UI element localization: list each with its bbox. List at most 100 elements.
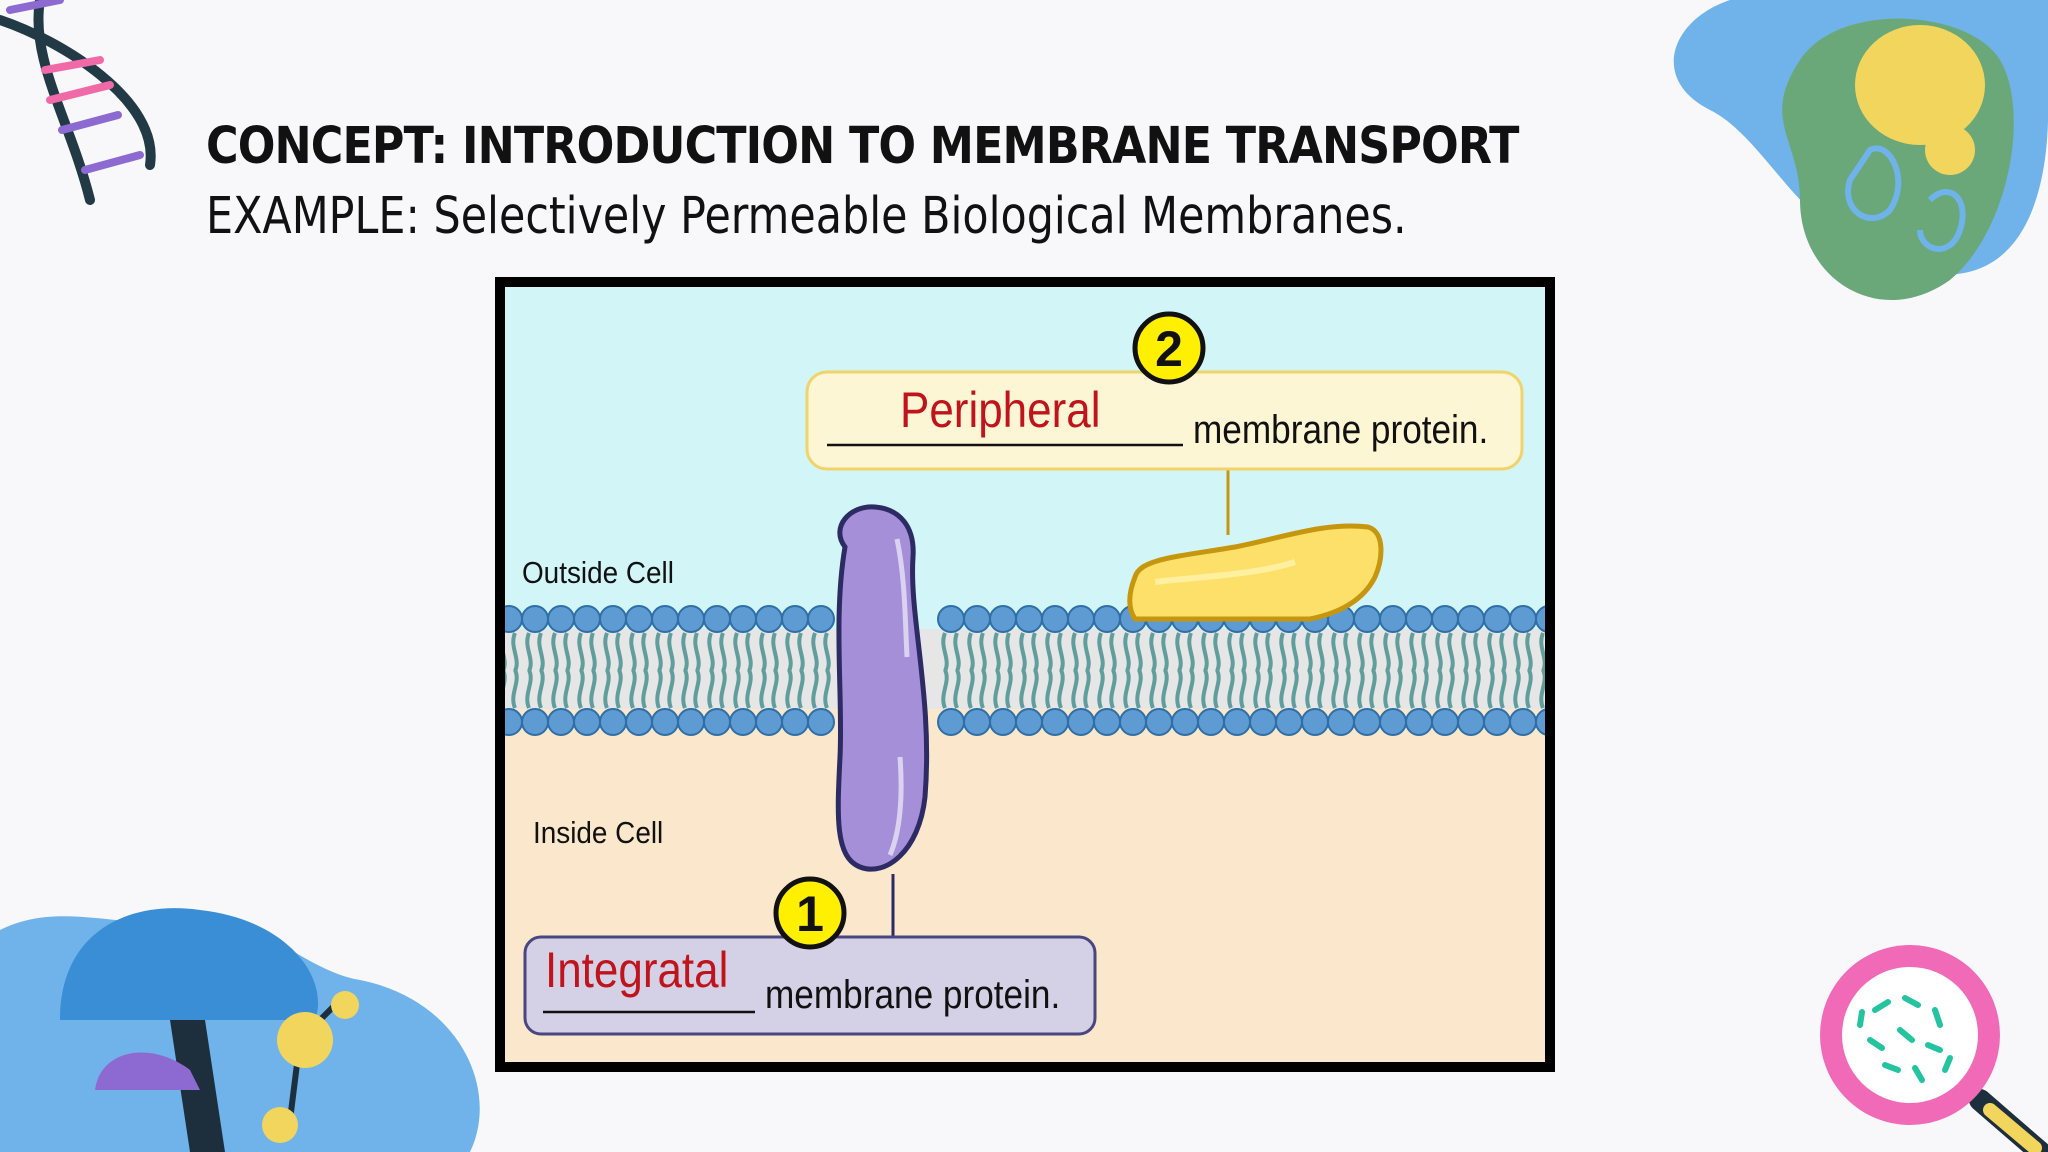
- lipid-head: [599, 605, 627, 633]
- lipid-tail: [1123, 669, 1131, 709]
- lipid-head: [807, 708, 835, 736]
- lipid-tail: [953, 632, 961, 672]
- lipid-tail: [1187, 632, 1195, 672]
- lipid-tail: [603, 632, 611, 672]
- lipid-head: [1249, 708, 1277, 736]
- lipid-head: [599, 708, 627, 736]
- lipid-head: [1405, 605, 1433, 633]
- lipid-head: [521, 605, 549, 633]
- lipid-head: [1093, 708, 1121, 736]
- lipid-head: [1041, 708, 1069, 736]
- lipid-tail: [1019, 632, 1027, 672]
- lipid-tail: [681, 669, 689, 709]
- lipid-tail: [719, 669, 727, 709]
- lipid-tail: [1473, 669, 1481, 709]
- lipid-tail: [1279, 632, 1287, 672]
- callout-1-suffix: membrane protein.: [765, 972, 1060, 1017]
- lipid-head: [1015, 605, 1043, 633]
- lipid-tail: [1019, 669, 1027, 709]
- callout-2-answer: Peripheral: [900, 381, 1100, 437]
- lipid-head: [937, 708, 965, 736]
- lipid-tail: [1461, 669, 1469, 709]
- lipid-tail: [979, 632, 987, 672]
- lipid-tail: [551, 632, 559, 672]
- lipid-tail: [1539, 669, 1545, 709]
- lipid-tail: [1369, 669, 1377, 709]
- lipid-head: [703, 708, 731, 736]
- lipid-tail: [667, 632, 675, 672]
- lipid-tail: [1265, 632, 1273, 672]
- lipid-head: [625, 708, 653, 736]
- lipid-tail: [745, 669, 753, 709]
- lipid-tail: [655, 669, 663, 709]
- lipid-head: [1301, 708, 1329, 736]
- lipid-tail: [589, 669, 597, 709]
- lipid-head: [1145, 708, 1173, 736]
- lipid-tail: [603, 669, 611, 709]
- lipid-tail: [1435, 632, 1443, 672]
- lipid-tail: [1187, 669, 1195, 709]
- inside-cell-label: Inside Cell: [533, 816, 663, 851]
- lipid-head: [1093, 605, 1121, 633]
- lipid-tail: [771, 632, 779, 672]
- lipid-head: [677, 605, 705, 633]
- lipid-head: [677, 708, 705, 736]
- lipid-tail: [1239, 632, 1247, 672]
- lipid-tail: [1161, 669, 1169, 709]
- lipid-tail: [1265, 669, 1273, 709]
- lipid-head: [651, 708, 679, 736]
- lipid-tail: [1331, 669, 1339, 709]
- lipid-tail: [967, 669, 975, 709]
- lipid-tail: [551, 669, 559, 709]
- lipid-head: [1275, 708, 1303, 736]
- lipid-tail: [1421, 669, 1429, 709]
- lipid-head: [1067, 605, 1095, 633]
- lipid-head: [989, 605, 1017, 633]
- lipid-head: [521, 708, 549, 736]
- lipid-tail: [1109, 632, 1117, 672]
- lipid-tail: [1239, 669, 1247, 709]
- lipid-tail: [759, 669, 767, 709]
- lipid-tail: [577, 669, 585, 709]
- lipid-tail: [1499, 632, 1507, 672]
- lipid-tail: [941, 669, 949, 709]
- lipid-tail: [993, 632, 1001, 672]
- lipid-tail: [1317, 632, 1325, 672]
- callout-2-number-badge: [1132, 311, 1206, 385]
- lipid-head: [963, 708, 991, 736]
- lipid-heads: [505, 605, 1545, 736]
- lipid-tail: [577, 632, 585, 672]
- lipid-tail: [759, 632, 767, 672]
- lipid-head: [651, 605, 679, 633]
- lipid-tail: [1461, 632, 1469, 672]
- lipid-tail: [745, 632, 753, 672]
- lipid-head: [703, 605, 731, 633]
- callout-1-number-badge: [773, 876, 847, 950]
- lipid-tail: [1201, 669, 1209, 709]
- lipid-tail: [1045, 632, 1053, 672]
- lipid-head: [781, 605, 809, 633]
- lipid-tail: [525, 632, 533, 672]
- lipid-tail: [1253, 632, 1261, 672]
- lipid-tail: [1213, 669, 1221, 709]
- lipid-head: [989, 708, 1017, 736]
- mushroom-decoration: [0, 908, 480, 1152]
- lipid-tail: [525, 669, 533, 709]
- lipid-tail: [1473, 632, 1481, 672]
- lipid-head: [625, 605, 653, 633]
- lipid-tail: [1045, 669, 1053, 709]
- lipid-tail: [1513, 632, 1521, 672]
- lipid-tail: [1097, 632, 1105, 672]
- lipid-tail: [641, 632, 649, 672]
- lipid-tail: [797, 632, 805, 672]
- lipid-tail: [1227, 669, 1235, 709]
- lipid-tail: [1161, 632, 1169, 672]
- page-title: CONCEPT: INTRODUCTION TO MEMBRANE TRANSP…: [206, 117, 1519, 176]
- lipid-tail: [641, 669, 649, 709]
- lipid-tail: [1447, 669, 1455, 709]
- lipid-tail: [1487, 669, 1495, 709]
- lipid-tail: [1499, 669, 1507, 709]
- outside-cell-label: Outside Cell: [522, 556, 674, 591]
- lipid-tail: [1109, 669, 1117, 709]
- lipid-tail: [1305, 669, 1313, 709]
